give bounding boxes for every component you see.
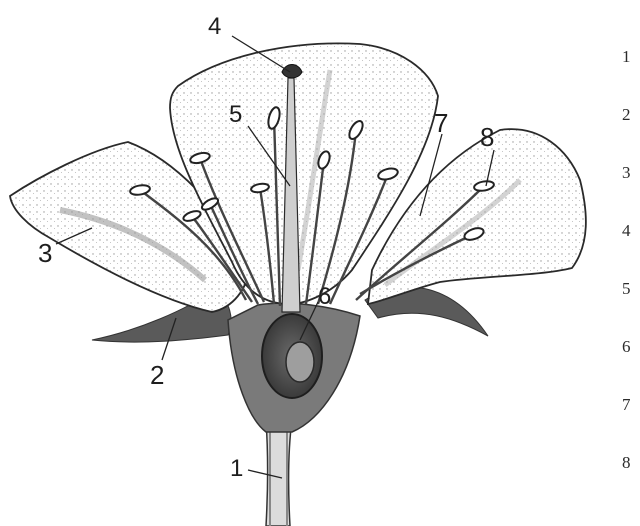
legend-5: 5	[622, 279, 631, 298]
callout-6: 6	[318, 283, 331, 310]
legend-4: 4	[622, 221, 631, 240]
legend-3: 3	[622, 163, 631, 182]
callout-4: 4	[208, 13, 221, 40]
legend-1: 1	[622, 47, 631, 66]
callout-8: 8	[480, 122, 494, 152]
callout-3: 3	[38, 238, 52, 268]
legend-8: 8	[622, 453, 631, 472]
legend-2: 2	[622, 105, 631, 124]
ovule	[286, 342, 314, 382]
callout-5: 5	[229, 101, 242, 128]
legend-6: 6	[622, 337, 631, 356]
legend: 1 2 3 4 5 6 7 8	[622, 47, 631, 472]
callout-7: 7	[434, 108, 448, 138]
callout-1: 1	[230, 455, 243, 482]
legend-7: 7	[622, 395, 631, 414]
callout-2: 2	[150, 360, 164, 390]
